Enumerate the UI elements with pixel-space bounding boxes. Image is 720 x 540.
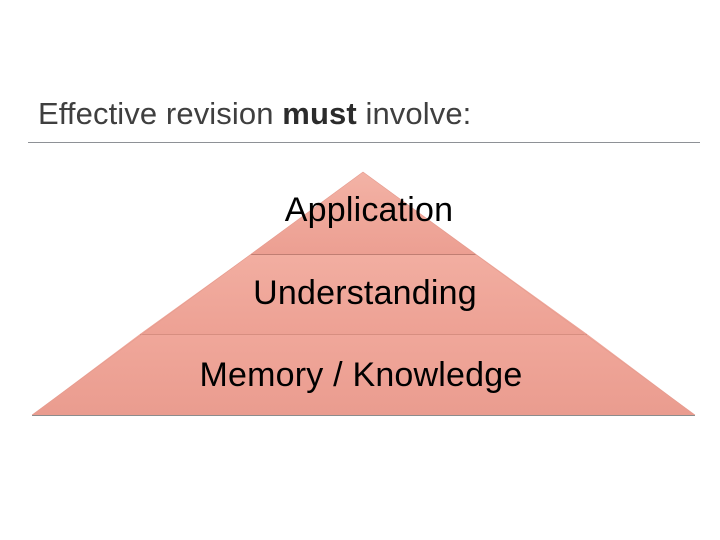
pyramid-diagram — [30, 170, 697, 418]
page-title-suffix: involve: — [356, 96, 472, 131]
pyramid-tier-middle — [140, 254, 587, 334]
pyramid-left-edge — [31, 171, 364, 416]
pyramid-tier-label-application: Application — [284, 191, 454, 229]
pyramid-tier-label-memory-knowledge: Memory / Knowledge — [199, 356, 523, 394]
page-title: Effective revision must involve: — [38, 94, 471, 134]
pyramid-tier-bottom — [32, 334, 695, 415]
pyramid-tier-label-understanding: Understanding — [253, 274, 477, 312]
pyramid-right-edge — [362, 171, 696, 416]
pyramid-tier-top — [251, 172, 476, 254]
title-divider-rule — [28, 142, 700, 143]
pyramid-shape — [31, 171, 696, 416]
title-block: Effective revision must involve: — [28, 94, 700, 146]
page-title-emphasis: must — [282, 96, 357, 131]
page-title-prefix: Effective revision — [38, 96, 283, 131]
